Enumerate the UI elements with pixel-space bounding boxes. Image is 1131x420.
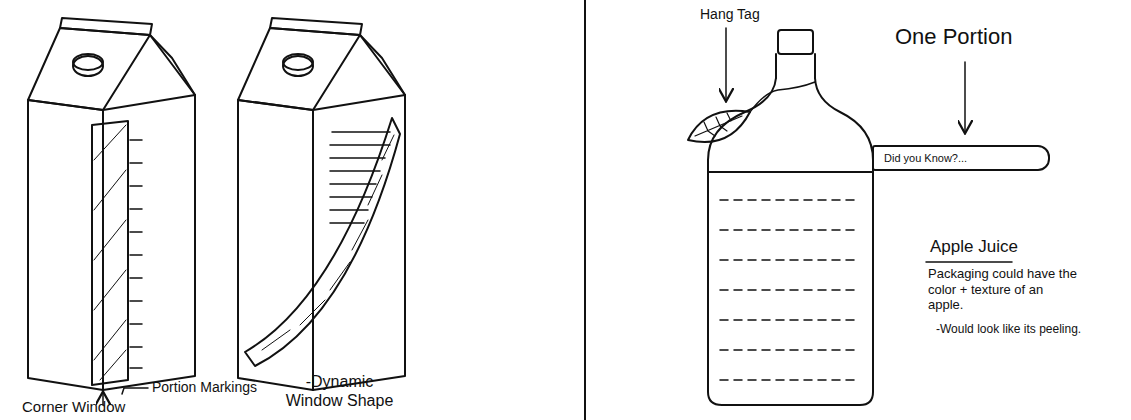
portion-dashes	[720, 200, 860, 380]
carton-cap-top	[73, 54, 103, 70]
window-hatch	[262, 135, 394, 350]
bottle-body	[708, 78, 873, 405]
portion-ticks	[130, 140, 142, 368]
carton-left-face	[238, 100, 313, 390]
carton-roof-panel	[238, 28, 360, 110]
leader-line	[122, 388, 148, 394]
portion-straw: Did you Know?...	[872, 145, 1050, 171]
carton-top-fin	[60, 18, 152, 35]
portion-lines	[330, 132, 390, 223]
bottle-neck	[776, 54, 815, 78]
dynamic-window	[245, 118, 400, 366]
leader-arrow	[964, 62, 966, 132]
carton-gable-edge	[150, 35, 195, 95]
leaf-veins	[695, 113, 742, 136]
tag-label: Hang Tag	[700, 6, 760, 23]
corner-window	[92, 121, 128, 385]
bottle-cap	[778, 30, 813, 54]
markings-label: Portion Markings	[152, 379, 257, 396]
product-title: Apple Juice	[930, 237, 1018, 257]
carton-gable-edge	[360, 35, 405, 95]
packaging-note: -Would look like its peeling.	[936, 322, 1081, 336]
carton-cap	[73, 56, 103, 76]
tag-string	[750, 82, 815, 112]
packaging-note: Packaging could have the color + texture…	[928, 266, 1078, 313]
title-underline	[926, 261, 1012, 263]
carton-right-face	[313, 95, 405, 390]
carton-roof-panel	[28, 28, 150, 110]
window-label: Corner Window	[22, 398, 125, 416]
carton-gable-fold	[360, 35, 405, 95]
carton-cap	[283, 56, 313, 76]
divider-line	[584, 0, 586, 420]
straw-text: Did you Know?...	[884, 152, 967, 164]
window-shape-label: -Dynamic Window Shape	[282, 372, 397, 410]
fill-line	[708, 171, 873, 173]
leaf-tag	[688, 111, 750, 142]
portion-label: One Portion	[895, 24, 1012, 50]
carton-top-fin	[270, 18, 362, 35]
carton-gable-fold	[150, 35, 195, 95]
window-hatch	[94, 125, 126, 380]
leader-arrow	[725, 28, 727, 100]
carton-right-face	[103, 95, 195, 390]
carton-cap-top	[283, 54, 313, 70]
